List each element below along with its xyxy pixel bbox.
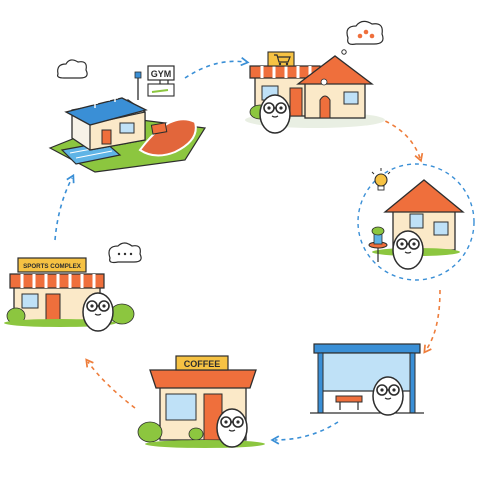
house-roof (296, 55, 374, 85)
arrow-gym-to-shopping (184, 57, 250, 79)
stage-shopping (245, 20, 385, 134)
character-shopping (259, 94, 291, 134)
coffee-sign (175, 355, 229, 371)
stage-sports-complex: SPORTS COMPLEX (4, 242, 142, 332)
cycle-arrows (54, 57, 441, 445)
arrow-busstop-to-coffee (270, 421, 339, 445)
arrow-sports-to-gym (54, 173, 75, 241)
bus-stop-bench (335, 395, 363, 403)
arrow-coffee-to-sports (85, 358, 136, 409)
character-bus-stop (372, 376, 404, 416)
coffee-sign-text: COFFEE (184, 359, 221, 369)
gym-sign-text: GYM (151, 69, 172, 79)
coffee-shop-roof (149, 369, 257, 389)
home-roof (383, 179, 465, 213)
gym-door (101, 129, 112, 145)
home-dashed-circle (357, 163, 475, 281)
shopping-thought-bubble (341, 20, 384, 55)
sports-complex-sign (17, 257, 87, 273)
arrow-shopping-to-home (377, 117, 424, 163)
gym-roof (64, 97, 148, 126)
stage-bus-stop (310, 343, 424, 416)
shopping-cart-icon (274, 54, 291, 66)
bus-shelter-roof (313, 343, 421, 354)
character-home (392, 230, 424, 270)
sports-complex-sign-text: SPORTS COMPLEX (23, 263, 82, 270)
stage-home (357, 163, 475, 281)
sports-thought-bubble (108, 242, 142, 264)
lightbulb-idea-icon (371, 168, 391, 191)
gym-thought-cloud (57, 59, 88, 79)
character-coffee (216, 408, 248, 448)
stage-gym: GYM (48, 59, 207, 173)
arrow-home-to-busstop (423, 289, 441, 354)
gym-running-track (138, 118, 197, 157)
stage-coffee-shop: COFFEE (137, 355, 265, 448)
gym-sign (147, 65, 175, 81)
character-sports (82, 292, 114, 332)
